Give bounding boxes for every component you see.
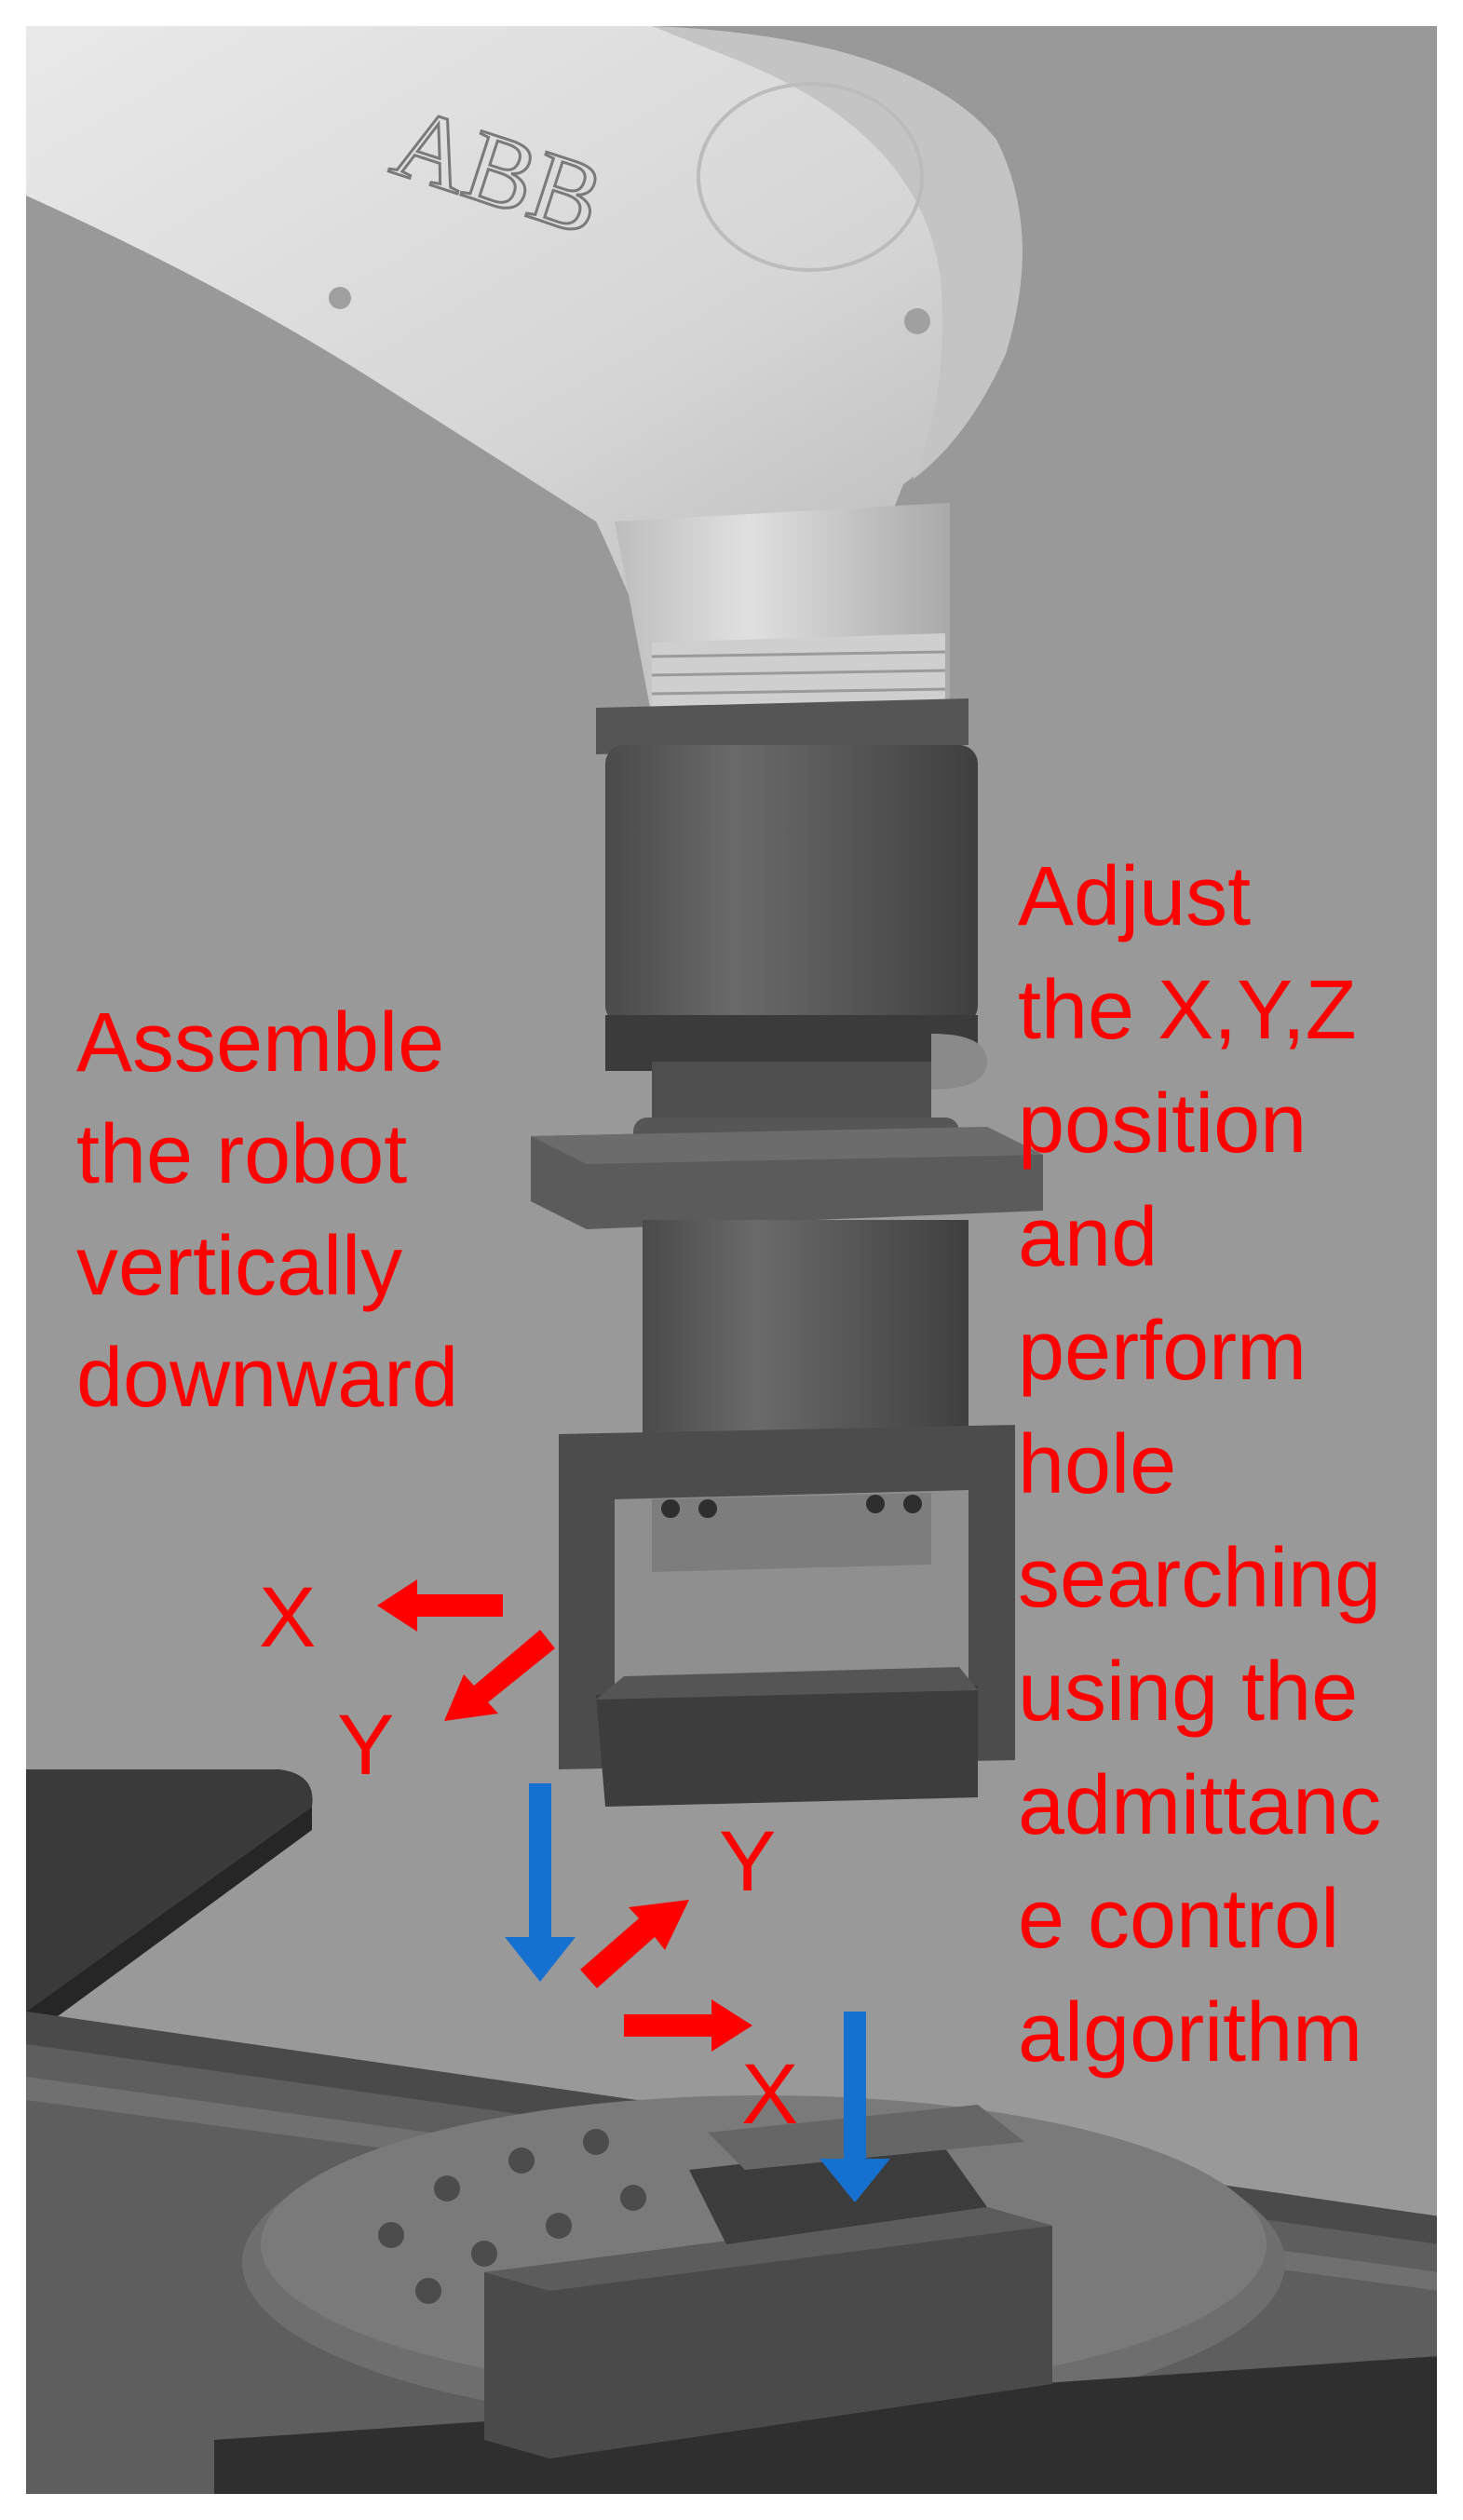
robot-upper-arm <box>26 26 1023 605</box>
base-fixture <box>214 2356 1440 2494</box>
force-sensor <box>605 745 978 1024</box>
arrow-down-2 <box>820 2012 890 2202</box>
arrow-down-1 <box>505 1783 576 1982</box>
annotation-right: Adjust the X,Y,Z position and perform ho… <box>1018 850 1382 2080</box>
axis-label-gripper-x: X <box>259 1570 316 1665</box>
fixture-axis-arrows <box>580 1900 752 2052</box>
axis-label-fixture-x: X <box>741 2047 798 2142</box>
annotation-left: Assemble the robot vertically downward <box>76 996 459 1425</box>
tool-flange-top <box>596 698 969 754</box>
adapter <box>652 1062 931 1127</box>
arrow-gripper-x <box>377 1579 503 1632</box>
motion-arrows <box>505 1783 890 2202</box>
arrow-fixture-y <box>580 1900 689 1988</box>
arrow-gripper-y <box>444 1630 555 1721</box>
gripper-axis-arrows <box>377 1579 555 1721</box>
gripped-part <box>596 1686 978 1807</box>
arrow-fixture-x <box>624 1999 752 2052</box>
axis-label-fixture-y: Y <box>719 1814 776 1909</box>
axis-label-gripper-y: Y <box>337 1698 394 1793</box>
left-platform <box>26 1769 313 2012</box>
